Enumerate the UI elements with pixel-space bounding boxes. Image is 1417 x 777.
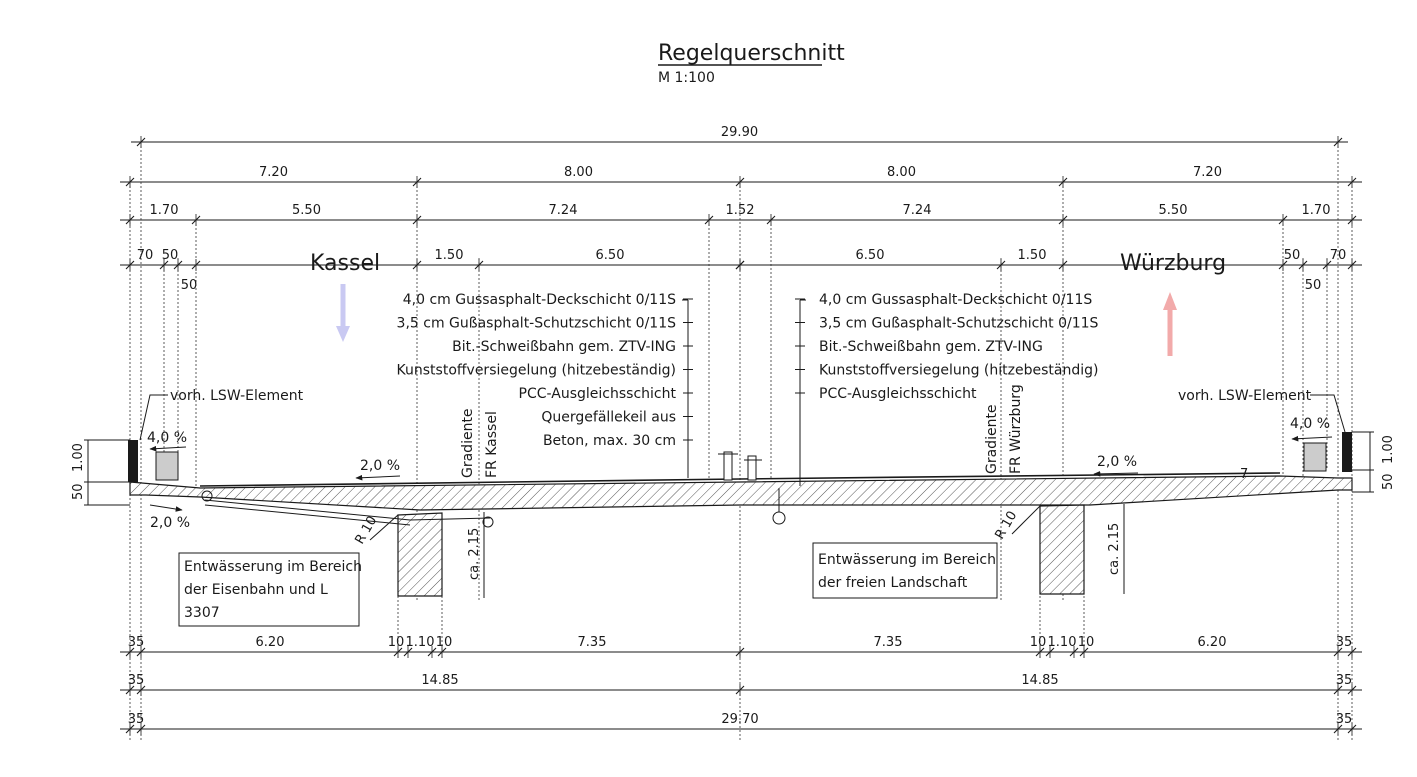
lsw-labels: vorh. LSW-Element vorh. LSW-Element: [139, 388, 1346, 441]
note-left-line1: Entwässerung im Bereich: [184, 559, 362, 575]
web-height-right: ca. 2.15: [1107, 523, 1122, 575]
dim-row3-label: 7.24: [549, 203, 578, 218]
drawing-scale: M 1:100: [658, 70, 715, 86]
arrow-down-kassel-icon: [336, 284, 350, 342]
dim-bottom1-label: 1.10: [1048, 635, 1077, 650]
dim-row3-label: 5.50: [1159, 203, 1188, 218]
note-left-line2: der Eisenbahn und L: [184, 582, 328, 598]
slope-left-top: 2,0 %: [360, 458, 400, 474]
right-vert-100: 1.00: [1381, 435, 1396, 464]
dim-bottom1-label: 7.35: [578, 635, 607, 650]
note-left: Entwässerung im Bereich der Eisenbahn un…: [178, 552, 362, 627]
right-vert-50: 50: [1381, 473, 1396, 490]
city-wuerzburg: Würzburg: [1120, 251, 1226, 276]
dim-row4-left-label: 1.50: [435, 248, 464, 263]
radius-right: R 10: [992, 509, 1020, 542]
radius-left: R 10: [352, 514, 380, 547]
slope-right-edge: 4,0 %: [1290, 416, 1330, 432]
dim-bottom1-label: 35: [128, 635, 145, 650]
arrow-up-wuerzburg-icon: [1163, 292, 1177, 356]
slope-left-edge: 4,0 %: [147, 430, 187, 446]
dim-bottom1-label: 35: [1336, 635, 1353, 650]
dim-bottom2-label: 35: [128, 673, 145, 688]
note-right: Entwässerung im Bereich der freien Lands…: [812, 542, 998, 599]
dim-bottom1-label: 6.20: [256, 635, 285, 650]
dim-row4-sub-label: 50: [1305, 278, 1322, 293]
layer-text: Bit.-Schweißbahn gem. ZTV-ING: [819, 339, 1043, 355]
dim-row4-left-label: 50: [162, 248, 179, 263]
lsw-label-left: vorh. LSW-Element: [170, 388, 304, 404]
dim-halves-label: 7.20: [259, 165, 288, 180]
bridge-structure: [128, 299, 1353, 597]
dim-bottom1-label: 10: [1030, 635, 1047, 650]
dim-row4-left-label: 6.50: [596, 248, 625, 263]
dim-row4-left-label: 70: [137, 248, 154, 263]
small-dim-seven: 7: [1240, 467, 1248, 482]
web-dimensions: ca. 2.15 ca. 2.15 R 10 R 10: [352, 504, 1125, 598]
dim-bottom1-label: 1.10: [406, 635, 435, 650]
dim-bottom2-label: 14.85: [1021, 673, 1058, 688]
gradient-right-line1: Gradiente: [984, 404, 1000, 474]
note-right-line1: Entwässerung im Bereich: [818, 552, 996, 568]
dim-row3-label: 1.70: [150, 203, 179, 218]
dim-halves-label: 8.00: [564, 165, 593, 180]
gradient-labels: Gradiente FR Kassel Gradiente FR Würzbur…: [460, 384, 1024, 478]
slope-right-top: 2,0 %: [1097, 454, 1137, 470]
dim-bottom1-label: 10: [388, 635, 405, 650]
dim-row4-right-label: 50: [1284, 248, 1301, 263]
note-right-line2: der freien Landschaft: [818, 575, 968, 591]
dim-row3-label: 5.50: [292, 203, 321, 218]
layer-text: 4,0 cm Gussasphalt-Deckschicht 0/11S: [819, 292, 1092, 308]
dim-bottom3-label: 35: [1336, 712, 1353, 727]
slope-left-bottom: 2,0 %: [150, 515, 190, 531]
side-vertical-dimensions: 1.00 50 1.00 50: [71, 431, 1396, 506]
drawing-title: Regelquerschnitt: [658, 41, 845, 66]
layer-text: Beton, max. 30 cm: [543, 433, 676, 449]
web-height-left: ca. 2.15: [467, 528, 482, 580]
layer-text: Kunststoffversiegelung (hitzebeständig): [819, 363, 1098, 379]
gradient-left-line2: FR Kassel: [484, 411, 500, 478]
gradient-left-line1: Gradiente: [460, 408, 476, 478]
dim-bottom1-label: 10: [1078, 635, 1095, 650]
layer-text: Kunststoffversiegelung (hitzebeständig): [397, 363, 676, 379]
gradient-right-line2: FR Würzburg: [1008, 384, 1024, 474]
dim-row3-label: 7.24: [903, 203, 932, 218]
dim-bottom1-label: 10: [436, 635, 453, 650]
layer-list-right: 4,0 cm Gussasphalt-Deckschicht 0/11S 3,5 …: [795, 292, 1099, 402]
dim-bottom3-label: 35: [128, 712, 145, 727]
dim-row4-right-label: 1.50: [1018, 248, 1047, 263]
dim-bottom2-label: 14.85: [421, 673, 458, 688]
layer-text: 4,0 cm Gussasphalt-Deckschicht 0/11S: [403, 292, 676, 308]
dim-halves-label: 7.20: [1193, 165, 1222, 180]
dim-row4-sub-label: 50: [181, 278, 198, 293]
layer-text: Quergefällekeil aus: [541, 410, 676, 426]
left-vert-50: 50: [71, 483, 86, 500]
layer-list-left: 4,0 cm Gussasphalt-Deckschicht 0/11S 3,5 …: [397, 292, 693, 449]
dim-overall-label: 29.90: [721, 125, 758, 140]
layer-text: 3,5 cm Gußasphalt-Schutzschicht 0/11S: [819, 316, 1099, 332]
dim-row4-right-label: 6.50: [856, 248, 885, 263]
slope-markers: 2,0 % 2,0 % 4,0 % 2,0 % 4,0 % 7: [147, 416, 1333, 531]
city-kassel: Kassel: [310, 251, 380, 276]
dim-halves-label: 8.00: [887, 165, 916, 180]
layer-text: PCC-Ausgleichsschicht: [519, 386, 677, 402]
layer-text: Bit.-Schweißbahn gem. ZTV-ING: [452, 339, 676, 355]
left-vert-100: 1.00: [71, 443, 86, 472]
layer-text: 3,5 cm Gußasphalt-Schutzschicht 0/11S: [397, 316, 677, 332]
layer-text: PCC-Ausgleichsschicht: [819, 386, 977, 402]
dim-bottom1-label: 6.20: [1198, 635, 1227, 650]
dim-row3-label: 1.70: [1302, 203, 1331, 218]
lsw-label-right: vorh. LSW-Element: [1178, 388, 1312, 404]
dim-bottom1-label: 7.35: [874, 635, 903, 650]
note-left-line3: 3307: [184, 605, 220, 621]
dim-bottom2-label: 35: [1336, 673, 1353, 688]
